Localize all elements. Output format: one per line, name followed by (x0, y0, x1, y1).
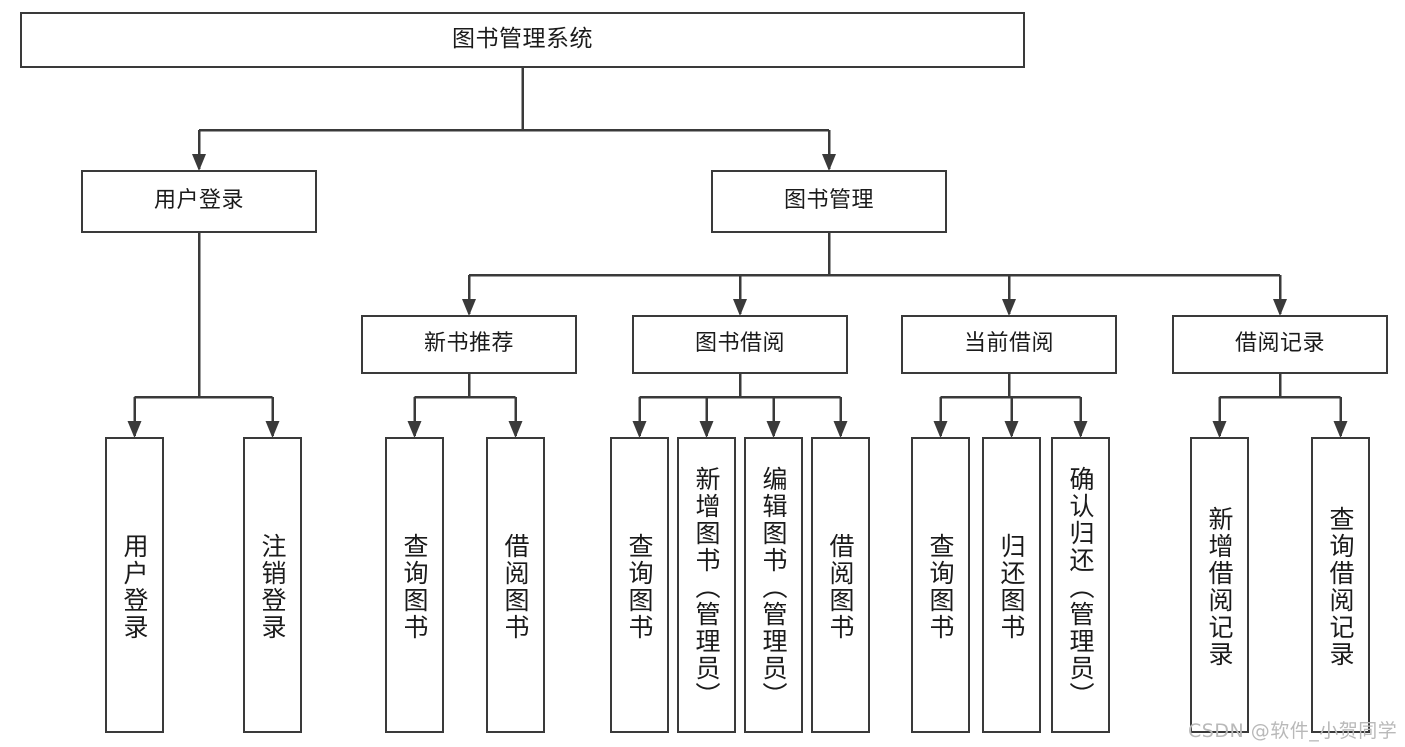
node-label: 借阅图书 (501, 533, 530, 641)
node-label: 借阅记录 (1234, 331, 1325, 357)
node-leaf-5[interactable]: 查询图书 (610, 437, 669, 733)
node-label: 确认归还（管理员） (1066, 465, 1095, 709)
node-leaf-12[interactable]: 新增借阅记录 (1190, 437, 1249, 733)
node-leaf-2[interactable]: 注销登录 (243, 437, 302, 733)
node-leaf-8[interactable]: 借阅图书 (811, 437, 870, 733)
watermark: CSDN @软件_小贺同学 (1188, 720, 1398, 742)
node-label: 图书借阅 (694, 331, 785, 357)
node-leaf-6[interactable]: 新增图书（管理员） (677, 437, 736, 733)
node-root[interactable]: 图书管理系统 (20, 12, 1025, 68)
node-leaf-3[interactable]: 查询图书 (385, 437, 444, 733)
node-leaf-10[interactable]: 归还图书 (982, 437, 1041, 733)
node-label: 新增借阅记录 (1205, 506, 1234, 668)
node-label: 查询图书 (400, 533, 429, 641)
node-bookmgmt[interactable]: 图书管理 (711, 170, 947, 233)
node-label: 新增图书（管理员） (692, 465, 721, 709)
node-label: 注销登录 (258, 533, 287, 641)
node-label: 图书管理 (783, 188, 874, 214)
node-label: 图书管理系统 (452, 26, 593, 53)
node-leaf-9[interactable]: 查询图书 (911, 437, 970, 733)
node-leaf-11[interactable]: 确认归还（管理员） (1051, 437, 1110, 733)
node-newbook[interactable]: 新书推荐 (361, 315, 577, 374)
node-leaf-13[interactable]: 查询借阅记录 (1311, 437, 1370, 733)
node-label: 用户登录 (120, 533, 149, 641)
node-label: 查询图书 (625, 533, 654, 641)
node-login[interactable]: 用户登录 (81, 170, 317, 233)
node-label: 查询图书 (926, 533, 955, 641)
node-records[interactable]: 借阅记录 (1172, 315, 1388, 374)
node-label: 用户登录 (153, 188, 244, 214)
node-label: 查询借阅记录 (1326, 506, 1355, 668)
node-borrow[interactable]: 图书借阅 (632, 315, 848, 374)
node-leaf-1[interactable]: 用户登录 (105, 437, 164, 733)
node-label: 编辑图书（管理员） (759, 465, 788, 709)
node-label: 借阅图书 (826, 533, 855, 641)
node-label: 归还图书 (997, 533, 1026, 641)
node-leaf-7[interactable]: 编辑图书（管理员） (744, 437, 803, 733)
node-label: 当前借阅 (963, 331, 1054, 357)
node-leaf-4[interactable]: 借阅图书 (486, 437, 545, 733)
node-current[interactable]: 当前借阅 (901, 315, 1117, 374)
node-label: 新书推荐 (423, 331, 514, 357)
